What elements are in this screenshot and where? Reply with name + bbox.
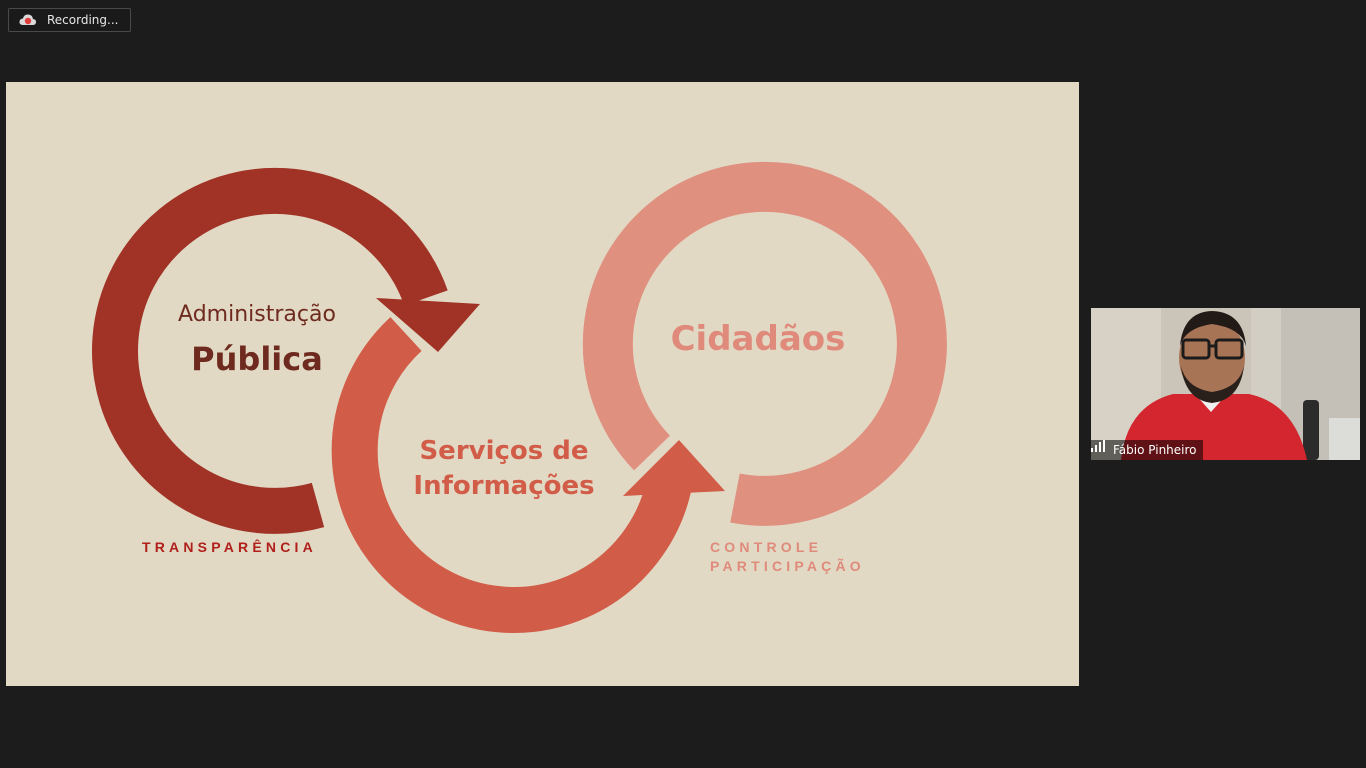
servicos-cycle-arrow	[331, 317, 725, 633]
recording-label: Recording...	[47, 13, 119, 27]
participacao-caption: PARTICIPAÇÃO	[710, 557, 865, 574]
cloud-record-icon	[19, 13, 37, 27]
cidadaos-cycle-ring	[582, 161, 947, 526]
administracao-label: Administração	[178, 302, 336, 327]
participant-video-frame	[1091, 308, 1360, 460]
informacoes-label: Informações	[413, 471, 594, 501]
signal-bars-icon	[1091, 440, 1108, 456]
participant-name-tag: Fábio Pinheiro	[1091, 440, 1203, 460]
servicos-label: Serviços de	[419, 436, 588, 466]
shared-slide: Administração Pública Serviços de Inform…	[6, 82, 1079, 686]
administracao-cycle-arrow	[92, 167, 480, 534]
publica-label: Pública	[191, 340, 323, 378]
controle-caption: CONTROLE	[710, 539, 822, 555]
recording-indicator[interactable]: Recording...	[8, 8, 131, 32]
transparencia-caption: TRANSPARÊNCIA	[142, 538, 317, 555]
participant-name: Fábio Pinheiro	[1113, 443, 1197, 457]
cidadaos-label: Cidadãos	[671, 319, 846, 359]
participant-video-tile[interactable]: Fábio Pinheiro	[1091, 308, 1360, 460]
